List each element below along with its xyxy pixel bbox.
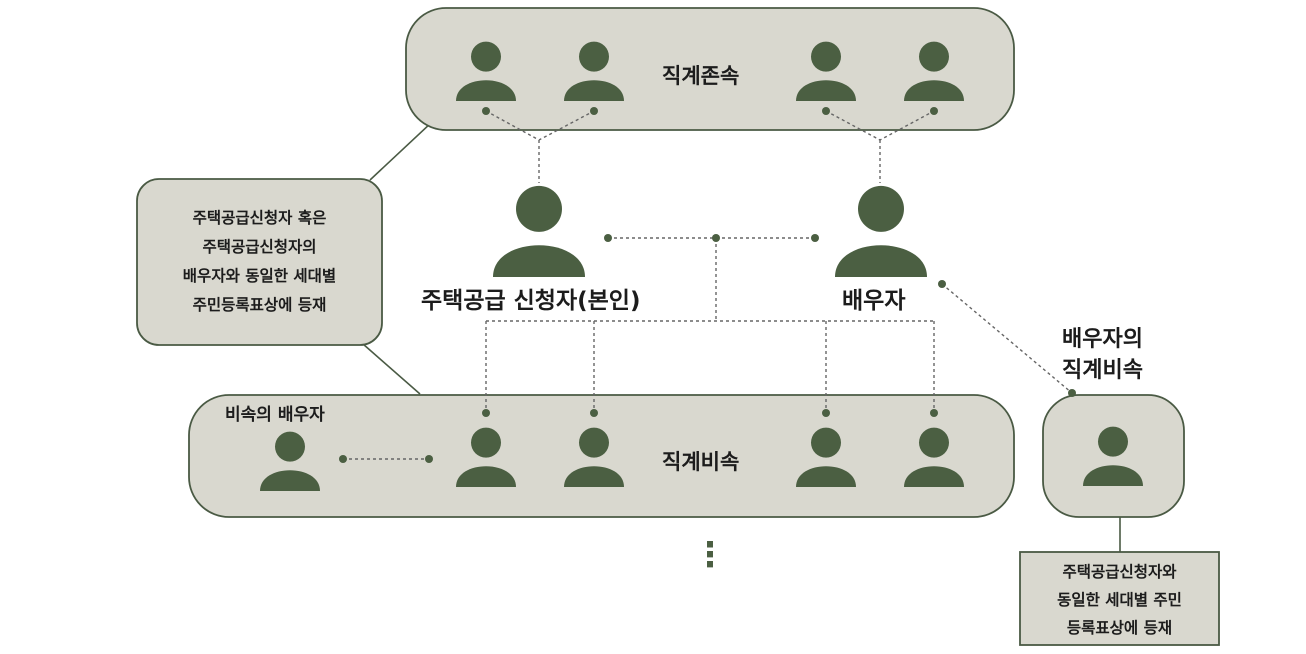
applicant-label: 주택공급 신청자(본인)	[421, 288, 641, 314]
ascendants-label: 직계존속	[662, 64, 740, 88]
right-note-text: 주택공급신청자와 동일한 세대별 주민 등록표상에 등재	[1057, 563, 1182, 637]
spouse-label: 배우자	[842, 288, 906, 314]
continuation-mark: ⋮	[693, 535, 727, 575]
applicant-person-icon	[493, 185, 585, 277]
right-note-box	[1019, 551, 1220, 646]
left-note-box	[136, 178, 383, 346]
ascendants-group-box	[405, 7, 1015, 131]
descendants-label: 직계비속	[662, 450, 740, 474]
spouse-descendant-label: 배우자의 직계비속	[1062, 327, 1143, 383]
spouse-person-icon	[835, 185, 927, 277]
descendant-spouse-label: 비속의 배우자	[225, 405, 325, 425]
relation-lines	[343, 110, 1073, 460]
left-note-text: 주택공급신청자 혹은 주택공급신청자의 배우자와 동일한 세대별 주민등록표상에…	[182, 209, 337, 314]
note-connectors	[362, 121, 1121, 552]
relation-dots	[339, 107, 1076, 463]
